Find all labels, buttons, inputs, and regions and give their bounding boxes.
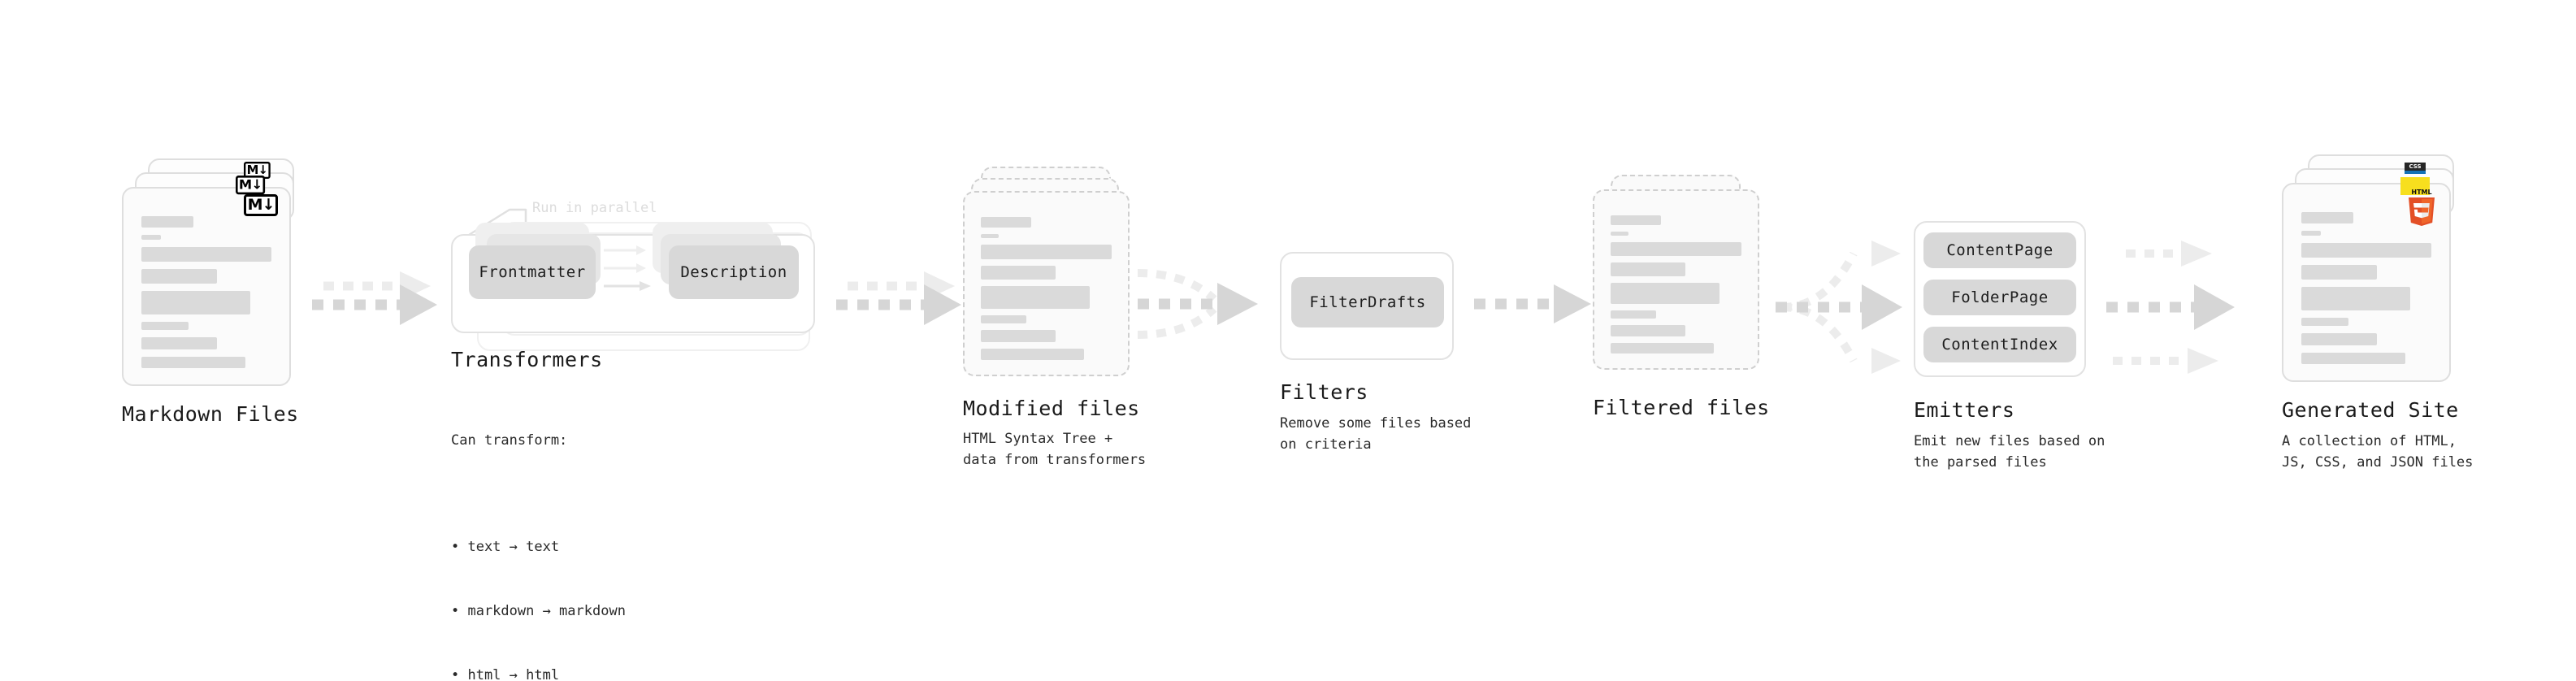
css-icon: CSS [2405, 162, 2426, 174]
emitters-chip-contentindex[interactable]: ContentIndex [1923, 327, 2076, 362]
markdown-card-front [122, 187, 291, 386]
emitters-chip-contentindex-label: ContentIndex [1941, 336, 2058, 354]
stage-generated-site: CSS HTML Generated Site A collection of … [2282, 154, 2473, 471]
arrow-filtered-files-to-emitters [1776, 234, 1930, 380]
generated-site-file-stack: CSS HTML [2282, 154, 2469, 382]
emitters-chip-contentpage[interactable]: ContentPage [1923, 232, 2076, 268]
arrow-emitters-to-generated-site [2106, 234, 2269, 380]
stage-title-filters: Filters [1280, 380, 1368, 404]
stage-title-markdown-files: Markdown Files [122, 402, 299, 426]
stage-modified-files: Modified files HTML Syntax Tree + data f… [963, 167, 1146, 468]
emitters-description: Emit new files based on the parsed files [1914, 433, 2105, 471]
svg-text:HTML: HTML [2411, 189, 2431, 196]
transformers-bullet-0: • text → text [451, 539, 560, 556]
stage-filtered-files: Filtered files [1593, 175, 1769, 419]
filters-chip-filterdrafts-label: FilterDrafts [1309, 293, 1426, 311]
transformer-chip-frontmatter-label: Frontmatter [479, 263, 586, 281]
transformers-description: Can transform: • text → text • markdown … [451, 387, 626, 681]
transformer-chip-description[interactable]: Description [669, 245, 799, 299]
filtered-card-placeholder-lines [1594, 191, 1758, 368]
stage-title-generated-site: Generated Site [2282, 398, 2459, 422]
transformer-chip-description-label: Description [680, 263, 787, 281]
html5-icon: HTML [2404, 187, 2439, 226]
modified-file-stack [963, 167, 1138, 378]
stage-markdown-files: M↓ M↓ M↓ Markdown Files [122, 158, 309, 426]
filters-description: Remove some files based on criteria [1280, 415, 1472, 453]
markdown-file-stack: M↓ M↓ M↓ [122, 158, 309, 386]
generated-site-description: A collection of HTML, JS, CSS, and JSON … [2282, 433, 2474, 471]
markdown-card-placeholder-lines [124, 189, 289, 384]
markdown-icon-back-1: M↓ [236, 176, 266, 195]
arrow-markdown-to-transformers [309, 268, 447, 341]
generated-card-placeholder-lines [2283, 184, 2449, 380]
transformers-bullet-2: • html → html [451, 667, 560, 681]
stage-title-transformers: Transformers [451, 348, 603, 371]
run-in-parallel-label: Run in parallel [532, 200, 657, 216]
filters-chip-filterdrafts[interactable]: FilterDrafts [1291, 277, 1444, 327]
css-icon-label: CSS [2405, 162, 2426, 171]
emitters-chip-folderpage[interactable]: FolderPage [1923, 280, 2076, 315]
arrow-transformers-to-modified-files [833, 268, 971, 341]
modified-card-placeholder-lines [965, 193, 1128, 375]
stage-title-filtered-files: Filtered files [1593, 396, 1770, 419]
emitters-chip-contentpage-label: ContentPage [1946, 241, 2053, 259]
css-icon-bar [2405, 170, 2426, 174]
transformers-bullet-list: • text → text • markdown → markdown • ht… [451, 494, 626, 681]
modified-card-front [963, 191, 1130, 376]
modified-files-description: HTML Syntax Tree + data from transformer… [963, 431, 1147, 469]
arrow-modified-files-to-filters [1136, 260, 1282, 349]
transformer-chip-frontmatter[interactable]: Frontmatter [469, 245, 596, 299]
arrow-filters-to-filtered-files [1471, 276, 1601, 333]
markdown-icon: M↓ [244, 194, 278, 216]
emitters-chip-folderpage-label: FolderPage [1951, 288, 2049, 306]
filtered-file-stack [1593, 175, 1767, 386]
transformers-bullet-1: • markdown → markdown [451, 603, 626, 620]
filtered-card-front [1593, 189, 1759, 370]
transformers-description-heading: Can transform: [451, 432, 568, 449]
stage-title-modified-files: Modified files [963, 397, 1140, 420]
transformer-inner-arrows [604, 245, 651, 291]
javascript-icon [2400, 177, 2430, 195]
stage-title-emitters: Emitters [1914, 398, 2015, 422]
